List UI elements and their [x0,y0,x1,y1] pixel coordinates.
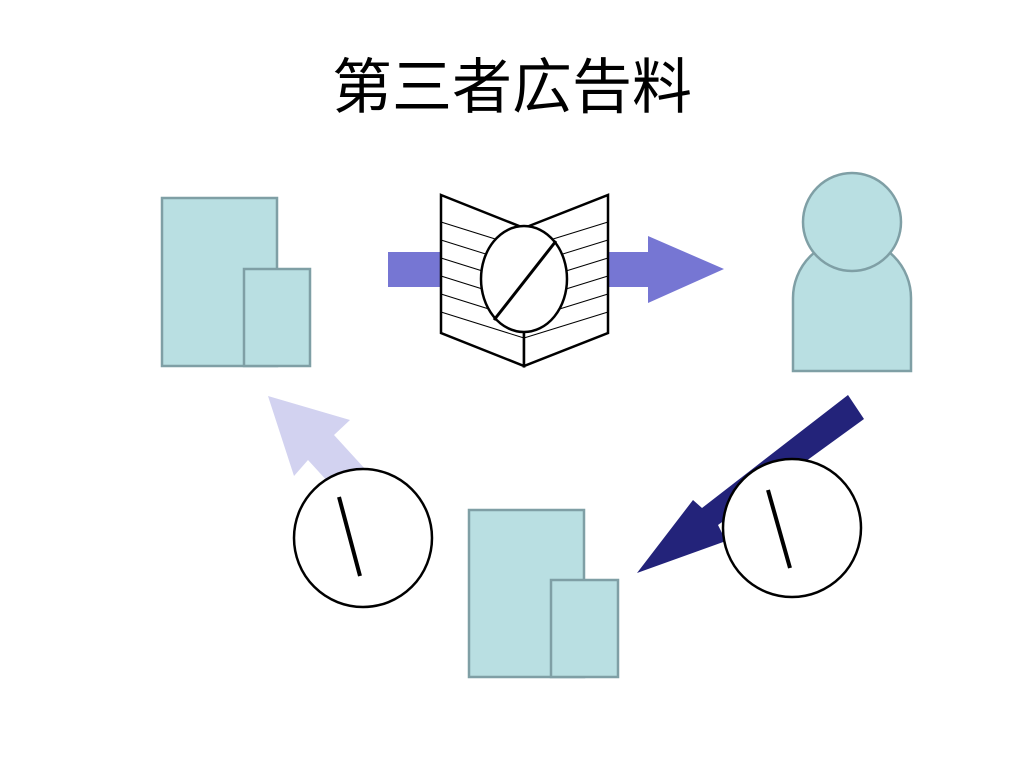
slide-title: 第三者広告料 [332,53,692,123]
left-arrow [268,396,366,495]
person-head [801,171,903,273]
top-arrow [388,236,724,303]
left-coin-circle [292,467,434,609]
left-coin-backslash [337,496,362,577]
open-book-icon [439,193,610,368]
left-coin-icon [292,467,434,609]
top-arrow-head [600,236,724,303]
person-icon [791,171,913,373]
right-coin-circle [721,457,863,599]
magazine-coin-slash [492,240,558,321]
top-arrow-shaft [388,252,448,287]
document-front-rect [242,267,312,368]
right-coin-icon [721,457,863,599]
document-front-rect [549,578,620,679]
right-coin-backslash [766,489,792,569]
advertiser-documents-icon [160,196,312,368]
third-party-documents-icon [467,508,620,679]
